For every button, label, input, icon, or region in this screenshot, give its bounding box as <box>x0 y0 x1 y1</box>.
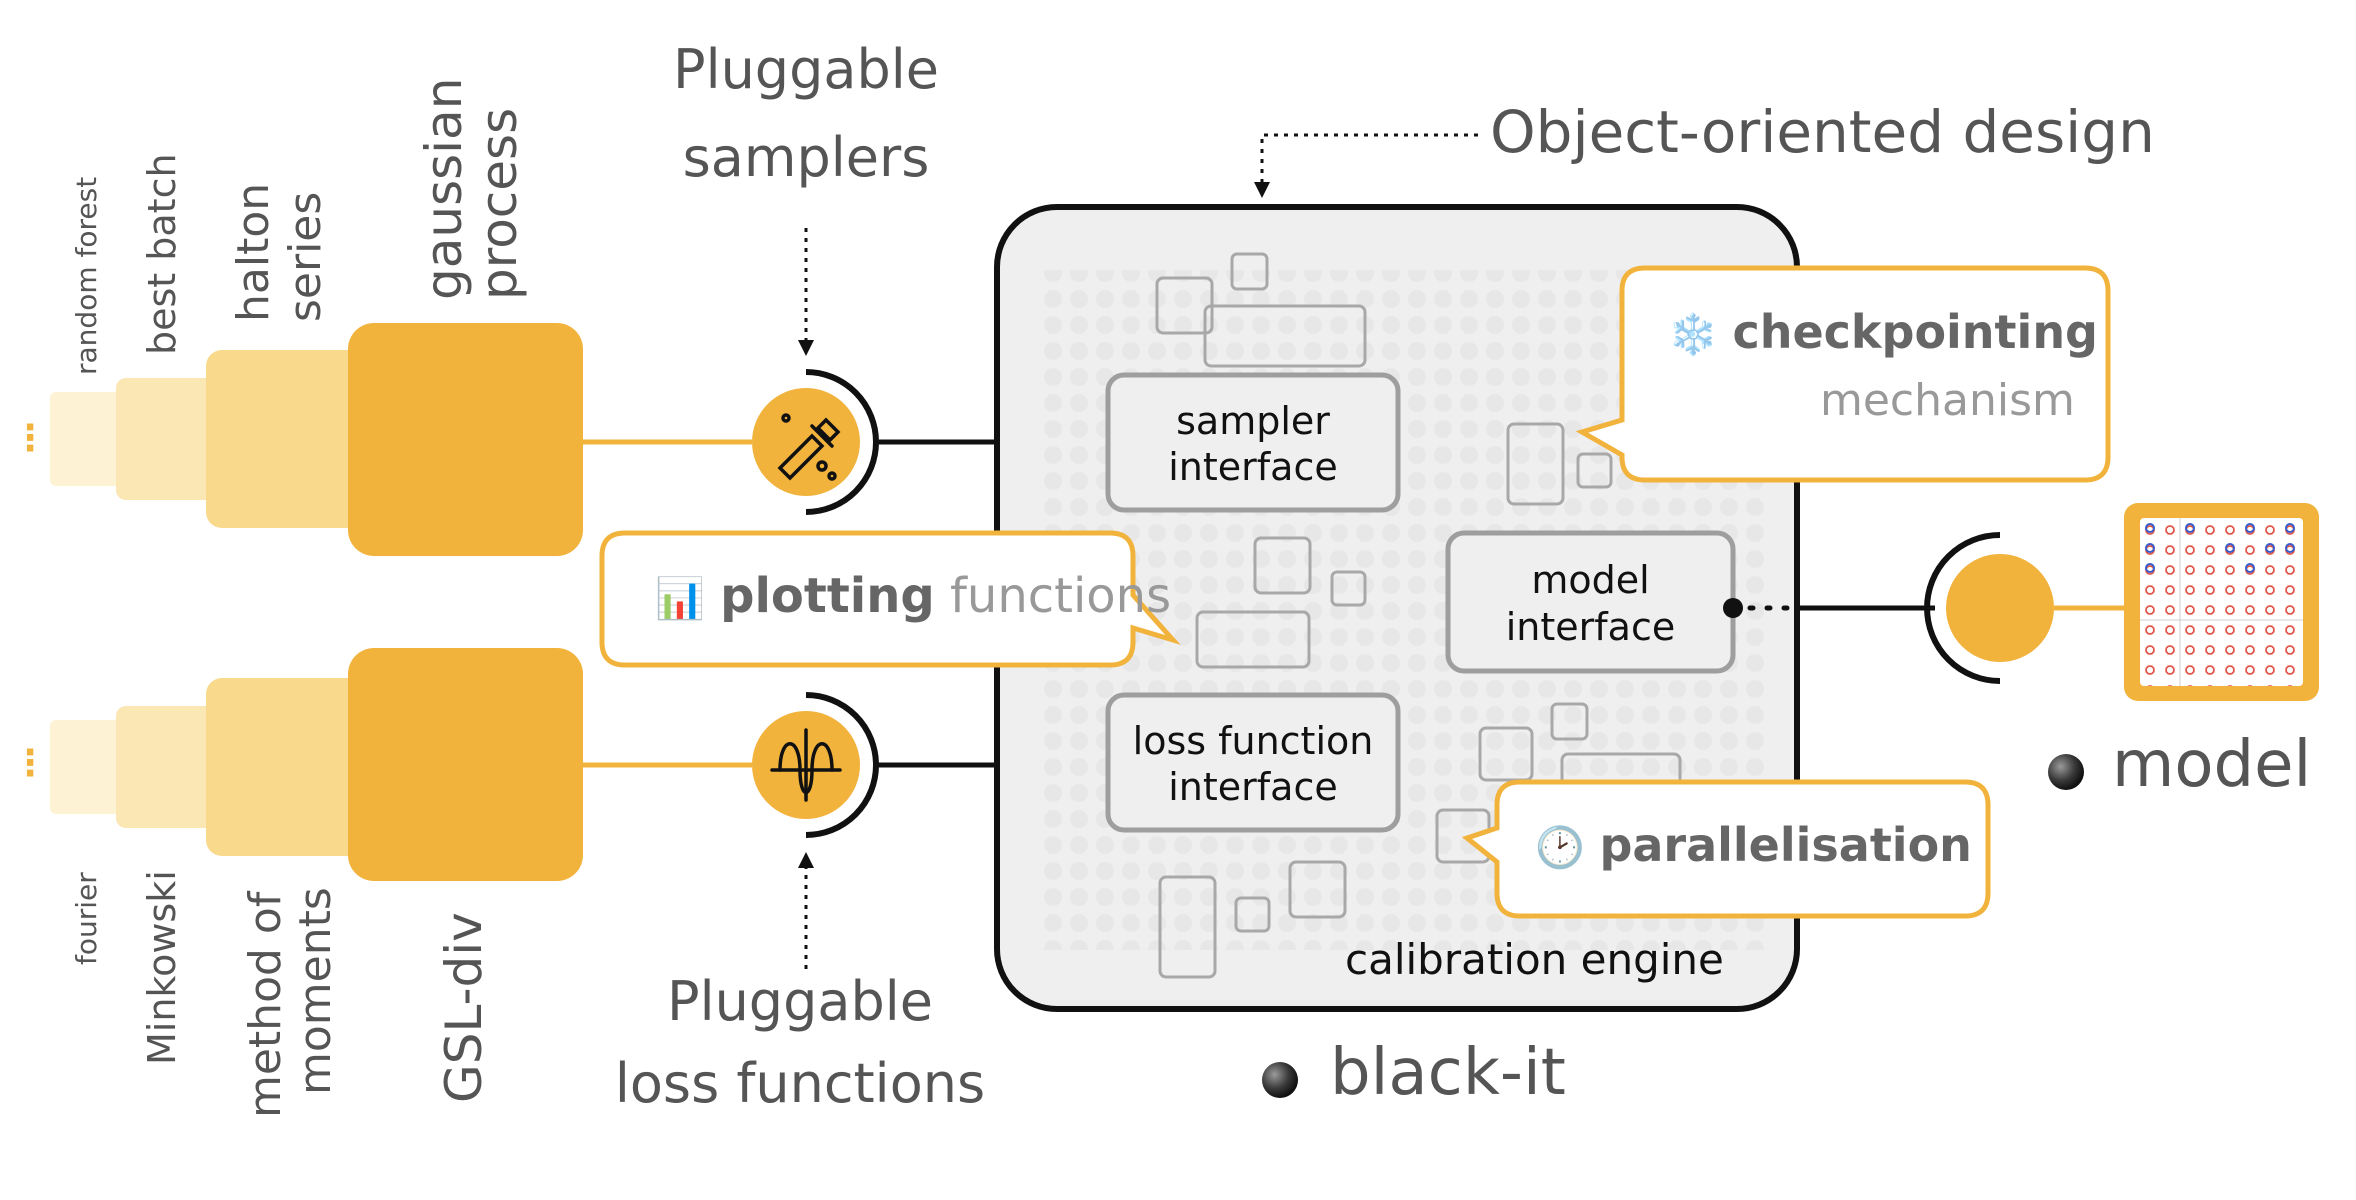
pipette-icon <box>777 413 841 481</box>
loss-plug <box>752 692 879 838</box>
loss-label-minkowski: Minkowski <box>140 870 184 1065</box>
sampler-plug <box>752 369 879 515</box>
checkpointing-callout <box>1575 265 2111 483</box>
loss-label-method-of: method of <box>240 891 291 1118</box>
object-oriented-arrowhead <box>1254 182 1270 198</box>
plotting-callout-text: 📊 plotting functions <box>655 568 1171 624</box>
sampler-ellipsis: ⋮ <box>12 418 48 459</box>
sampler-block-best-batch <box>116 378 226 500</box>
parallelisation-callout-text: 🕑 parallelisation <box>1535 818 1972 872</box>
loss-interface-label-2: interface <box>1168 765 1338 809</box>
loss-interface-box <box>1105 692 1401 833</box>
loss-block-minkowski <box>116 706 226 828</box>
sampler-stack <box>50 323 583 556</box>
pluggable-samplers-label-line1: Pluggable <box>673 38 939 101</box>
model-socket-arc <box>1924 532 2001 684</box>
sampler-block-random-forest <box>50 392 130 486</box>
object-oriented-label: Object-oriented design <box>1490 98 2155 166</box>
object-oriented-pointer <box>1260 133 1478 185</box>
sampler-label-random-forest: random forest <box>70 176 103 375</box>
loss-block-gsl-div <box>348 648 583 881</box>
black-it-bullet <box>1262 1062 1298 1098</box>
loss-label-gsl-div: GSL-div <box>435 912 493 1103</box>
loss-label-moments: moments <box>290 887 341 1095</box>
pluggable-loss-label-line1: Pluggable <box>667 970 933 1033</box>
model-label: model <box>2112 728 2312 802</box>
model-bullet <box>2048 754 2084 790</box>
sampler-label-gaussian: gaussian <box>415 77 473 300</box>
sampler-interface-box <box>1105 372 1401 513</box>
sampler-label-best-batch: best batch <box>140 153 184 355</box>
snowflake-icon: ❄️ <box>1668 312 1718 358</box>
sampler-interface-label-1: sampler <box>1176 399 1330 443</box>
sampler-block-halton <box>206 350 366 528</box>
checkpointing-callout-title: ❄️ checkpointing <box>1668 305 2098 359</box>
calibration-engine-label: calibration engine <box>1345 935 1724 984</box>
sampler-block-gaussian <box>348 323 583 556</box>
clock-icon: 🕑 <box>1535 825 1585 871</box>
losses-pointer-arrowhead <box>798 852 814 868</box>
sampler-label-series: series <box>280 191 331 322</box>
loss-stack <box>50 648 583 881</box>
model-port-dot <box>1723 598 1743 618</box>
bar-chart-icon: 📊 <box>655 576 705 622</box>
sampler-label-process: process <box>470 107 528 300</box>
loss-block-moments <box>206 678 366 856</box>
loss-block-fourier <box>50 720 130 814</box>
model-thumbnail <box>2124 503 2319 701</box>
parallelisation-callout <box>1461 779 1991 919</box>
plotting-bold-text: plotting <box>720 568 935 624</box>
loss-label-fourier: fourier <box>70 872 103 965</box>
wave-icon <box>770 728 842 802</box>
pluggable-loss-label-line2: loss functions <box>614 1052 986 1115</box>
model-interface-label-1: model <box>1531 558 1650 602</box>
loss-interface-label-1: loss function <box>1132 719 1374 763</box>
model-interface-label-2: interface <box>1505 605 1676 649</box>
black-it-label: black-it <box>1330 1036 1566 1110</box>
plotting-light-text: functions <box>950 568 1172 624</box>
sampler-label-halton: halton <box>228 182 279 322</box>
plotting-callout <box>599 530 1181 668</box>
model-plug-circle <box>1946 554 2054 662</box>
checkpointing-bold-text: checkpointing <box>1732 305 2098 359</box>
pluggable-samplers-label-line2: samplers <box>682 126 930 189</box>
samplers-pointer-arrowhead <box>798 340 814 356</box>
parallelisation-bold-text: parallelisation <box>1599 818 1972 872</box>
loss-ellipsis: ⋮ <box>12 743 48 784</box>
checkpointing-mechanism-text: mechanism <box>1820 375 2075 426</box>
sampler-interface-label-2: interface <box>1168 445 1338 489</box>
